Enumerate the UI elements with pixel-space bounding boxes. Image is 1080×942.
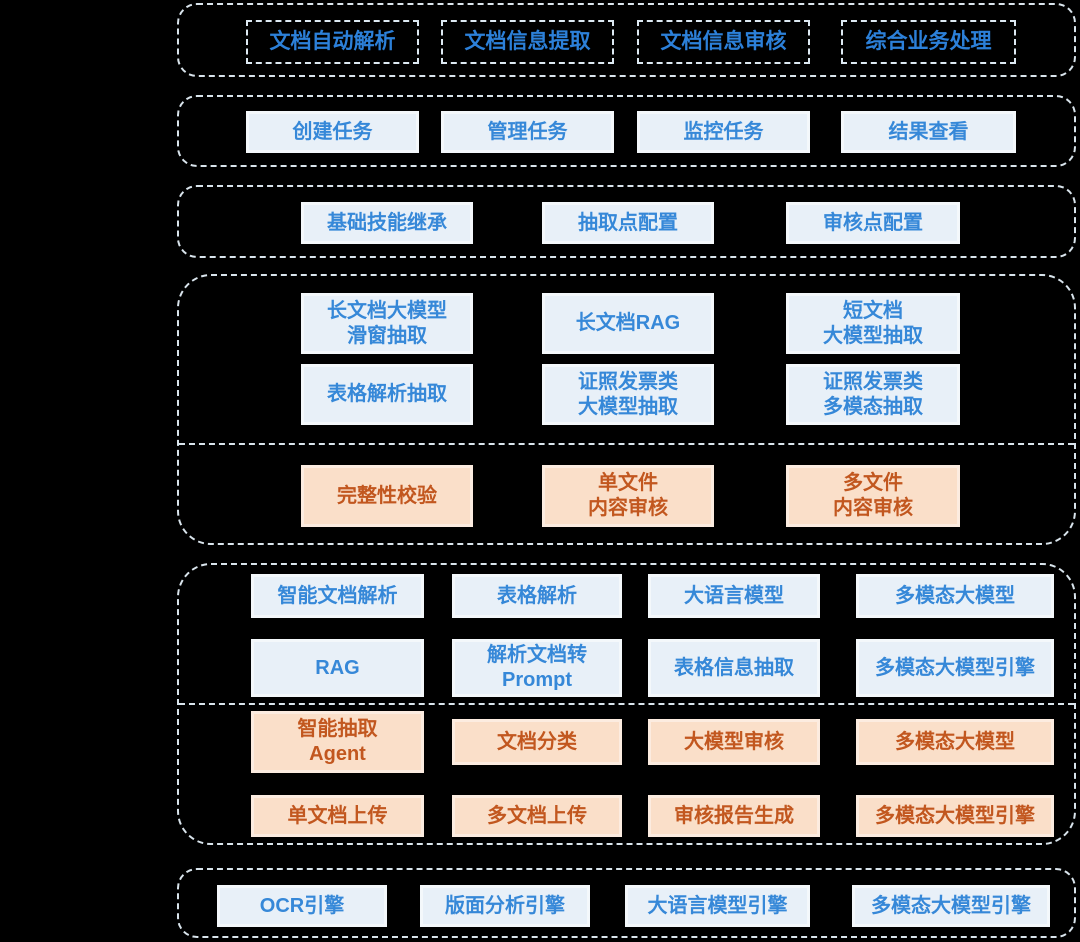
- node-doc-info-extract: 文档信息提取: [441, 20, 614, 64]
- node-view-results: 结果查看: [841, 111, 1016, 153]
- node-base-skill-inherit: 基础技能继承: [301, 202, 473, 244]
- node-table-info-extract: 表格信息抽取: [648, 639, 820, 697]
- node-table-parse: 表格解析: [452, 574, 622, 618]
- node-single-file-content-audit: 单文件 内容审核: [542, 465, 714, 527]
- node-llm-engine: 大语言模型引擎: [625, 885, 810, 927]
- node-create-task: 创建任务: [246, 111, 419, 153]
- node-multi-file-content-audit: 多文件 内容审核: [786, 465, 960, 527]
- node-license-invoice-multimodal-extract: 证照发票类 多模态抽取: [786, 364, 960, 425]
- node-doc-info-audit: 文档信息审核: [637, 20, 810, 64]
- node-ocr-engine: OCR引擎: [217, 885, 387, 927]
- node-audit-report-generate: 审核报告生成: [648, 795, 820, 837]
- node-longdoc-llm-sliding-extract: 长文档大模型 滑窗抽取: [301, 293, 473, 354]
- layer-capabilities: 智能文档解析 表格解析 大语言模型 多模态大模型 RAG 解析文档转 Promp…: [177, 563, 1076, 845]
- node-extract-point-config: 抽取点配置: [542, 202, 714, 244]
- layer-business-scenario: 文档自动解析 文档信息提取 文档信息审核 综合业务处理: [177, 3, 1076, 77]
- node-table-parse-extract: 表格解析抽取: [301, 364, 473, 425]
- layer-skills: 长文档大模型 滑窗抽取 长文档RAG 短文档 大模型抽取 表格解析抽取 证照发票…: [177, 274, 1076, 545]
- node-multimodal-llm-engine-bottom: 多模态大模型引擎: [852, 885, 1050, 927]
- node-longdoc-rag: 长文档RAG: [542, 293, 714, 354]
- node-audit-point-config: 审核点配置: [786, 202, 960, 244]
- node-smart-doc-parse: 智能文档解析: [251, 574, 424, 618]
- node-smart-extract-agent: 智能抽取 Agent: [251, 711, 424, 773]
- node-multimodal-llm-engine: 多模态大模型引擎: [856, 639, 1054, 697]
- node-monitor-task: 监控任务: [637, 111, 810, 153]
- node-llm-audit: 大模型审核: [648, 719, 820, 765]
- capabilities-divider: [179, 703, 1074, 705]
- node-parse-doc-to-prompt: 解析文档转 Prompt: [452, 639, 622, 697]
- layer-task-management: 创建任务 管理任务 监控任务 结果查看: [177, 95, 1076, 167]
- node-doc-auto-parse: 文档自动解析: [246, 20, 419, 64]
- node-rag: RAG: [251, 639, 424, 697]
- node-multimodal-llm-orange: 多模态大模型: [856, 719, 1054, 765]
- node-multimodal-llm: 多模态大模型: [856, 574, 1054, 618]
- node-shortdoc-llm-extract: 短文档 大模型抽取: [786, 293, 960, 354]
- skills-divider: [179, 443, 1074, 445]
- node-integrity-check: 完整性校验: [301, 465, 473, 527]
- node-license-invoice-llm-extract: 证照发票类 大模型抽取: [542, 364, 714, 425]
- layer-configuration: 基础技能继承 抽取点配置 审核点配置: [177, 185, 1076, 258]
- node-single-doc-upload: 单文档上传: [251, 795, 424, 837]
- node-layout-analysis-engine: 版面分析引擎: [420, 885, 590, 927]
- node-doc-classify: 文档分类: [452, 719, 622, 765]
- node-multimodal-llm-engine-orange: 多模态大模型引擎: [856, 795, 1054, 837]
- node-multi-doc-upload: 多文档上传: [452, 795, 622, 837]
- node-llm: 大语言模型: [648, 574, 820, 618]
- layer-engines: OCR引擎 版面分析引擎 大语言模型引擎 多模态大模型引擎: [177, 868, 1076, 938]
- node-combined-business: 综合业务处理: [841, 20, 1016, 64]
- node-manage-task: 管理任务: [441, 111, 614, 153]
